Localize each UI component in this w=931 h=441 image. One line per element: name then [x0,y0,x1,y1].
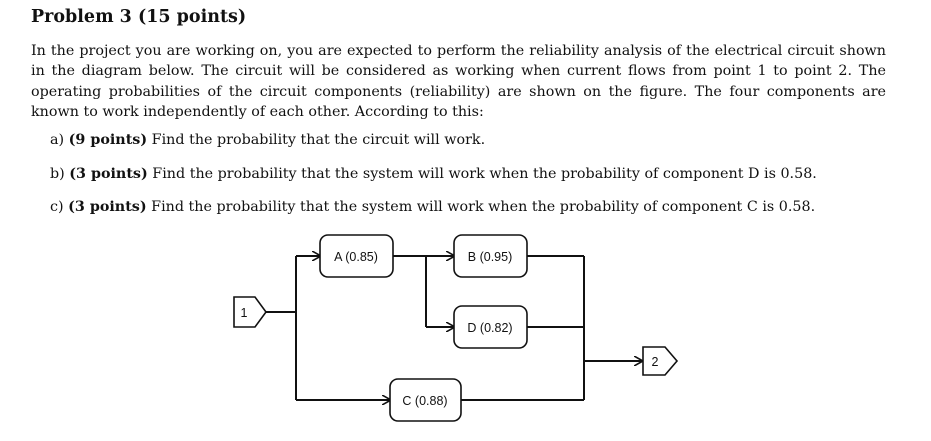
component-b: B (0.95) [453,234,528,278]
component-b-label: B (0.95) [468,250,512,264]
component-a-label: A (0.85) [334,250,378,264]
component-a: A (0.85) [319,234,394,278]
problem-title: Problem 3 (15 points) [31,7,247,27]
question-c-letter: c) [50,199,64,215]
question-c-points: (3 points) [68,199,147,215]
component-d-label: D (0.82) [467,321,512,335]
end-node-label: 2 [652,355,659,369]
question-b-points: (3 points) [69,166,148,182]
problem-intro: In the project you are working on, you a… [31,43,886,120]
question-a: a) (9 points) Find the probability that … [50,132,485,148]
end-node: 2 [642,346,679,376]
question-a-points: (9 points) [68,132,148,148]
component-c: C (0.88) [389,378,462,422]
start-node: 1 [233,296,267,328]
question-a-text: Find the probability that the circuit wi… [151,132,486,148]
question-b-letter: b) [50,166,65,182]
question-c-text: Find the probability that the system wil… [151,199,816,215]
start-node-label: 1 [241,306,248,320]
question-c: c) (3 points) Find the probability that … [50,199,815,215]
question-b: b) (3 points) Find the probability that … [50,166,817,182]
question-a-letter: a) [50,132,65,148]
component-c-label: C (0.88) [402,394,447,408]
question-b-text: Find the probability that the system wil… [152,166,817,182]
component-d: D (0.82) [453,305,528,349]
